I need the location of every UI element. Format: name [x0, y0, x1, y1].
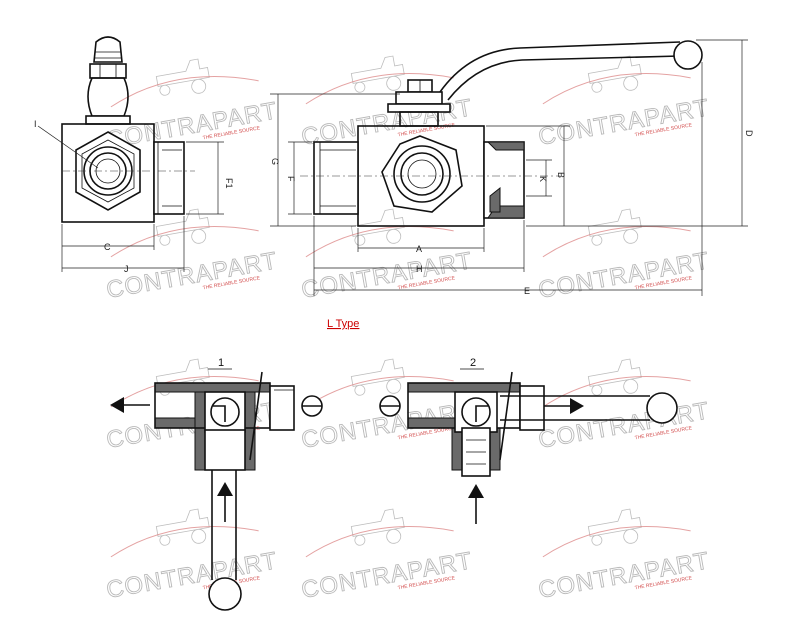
watermark-10: CONTRAPART THE RELIABLE SOURCE — [104, 508, 280, 604]
front-view: G F K B D A H E — [270, 39, 754, 296]
dim-label-G: G — [270, 158, 280, 165]
handle-knob-1 — [208, 577, 242, 611]
position-label-2: 2 — [470, 357, 476, 369]
watermark-12: CONTRAPART THE RELIABLE SOURCE — [536, 508, 712, 604]
dim-label-C: C — [104, 242, 111, 252]
dim-label-B: B — [556, 172, 566, 178]
dim-label-D: D — [744, 130, 754, 137]
handle-knob — [673, 40, 703, 70]
dim-label-A: A — [416, 244, 422, 254]
dim-label-E: E — [524, 286, 530, 296]
watermark-layer: CONTRAPART THE RELIABLE SOURCE CONTRAPAR… — [104, 55, 712, 604]
inflow-arrow-1 — [217, 482, 233, 496]
side-port — [153, 141, 185, 215]
dim-label-I: I — [34, 119, 37, 129]
stem-cap — [93, 36, 123, 63]
diagram-title: L Type — [327, 318, 359, 330]
stem-nut — [89, 63, 127, 79]
front-left-port — [313, 141, 359, 215]
dim-label-J: J — [124, 264, 129, 274]
stem-neck — [87, 77, 129, 117]
dim-label-F: F — [286, 176, 296, 182]
position-label-1: 1 — [218, 357, 224, 369]
watermark-11: CONTRAPART THE RELIABLE SOURCE — [299, 508, 475, 604]
position-1-section: 1 — [110, 357, 323, 611]
outflow-arrow-1 — [110, 397, 124, 413]
handle-lever — [439, 41, 681, 93]
position-2-section: 2 — [379, 357, 678, 524]
outflow-arrow-2 — [570, 398, 584, 414]
dim-label-K: K — [538, 176, 548, 182]
watermark-6: CONTRAPART THE RELIABLE SOURCE — [536, 208, 712, 304]
inflow-arrow-2 — [468, 484, 484, 498]
watermark-9: CONTRAPART THE RELIABLE SOURCE — [536, 358, 712, 454]
hex-fitting — [75, 131, 141, 211]
side-view: I F1 C J — [34, 36, 234, 274]
dim-label-H: H — [416, 264, 423, 274]
handle-knob-2 — [646, 392, 678, 424]
dim-label-F1: F1 — [224, 178, 234, 189]
